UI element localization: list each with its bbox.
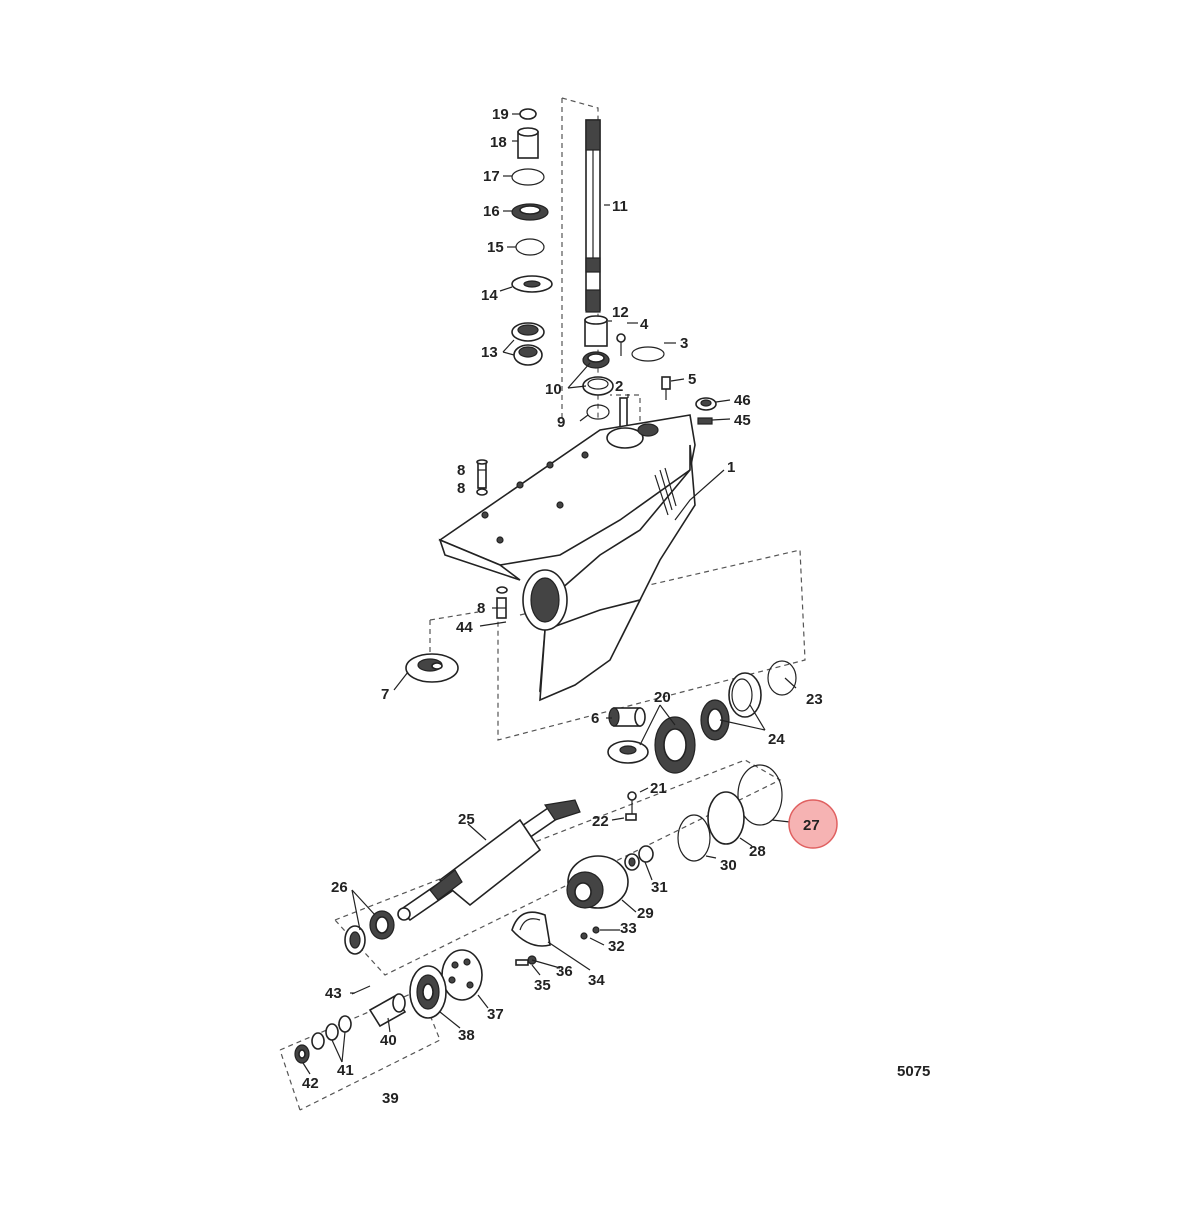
bearing-11 (582, 351, 614, 396)
callout-16[interactable]: 15 (487, 239, 504, 256)
ring-10 (586, 404, 610, 420)
callout-33[interactable]: 32 (608, 938, 625, 955)
callout-10[interactable]: 9 (557, 414, 565, 431)
screw-46 (697, 417, 713, 425)
callout-46[interactable]: 45 (734, 412, 751, 429)
ring-31 (677, 814, 711, 862)
callout-7[interactable]: 7 (381, 686, 389, 703)
callout-8-lower-visible[interactable]: 8 (477, 600, 485, 617)
callout-20[interactable]: 19 (492, 106, 509, 123)
callout-29[interactable]: 28 (749, 843, 766, 860)
driveshaft-bearing-stack (511, 108, 553, 366)
bearing-27 (344, 910, 395, 955)
callout-19[interactable]: 18 (490, 134, 507, 151)
highlight-circle-28[interactable] (788, 799, 838, 849)
callout-15[interactable]: 14 (481, 287, 498, 304)
callout-5[interactable]: 5 (688, 371, 696, 388)
thrust-hub-39 (409, 965, 447, 1019)
callout-40[interactable]: 39 (382, 1090, 399, 1107)
washer-8a (476, 488, 488, 496)
stud-9 (476, 459, 488, 489)
callout-4[interactable]: 4 (640, 316, 649, 333)
callout-23[interactable]: 22 (592, 813, 609, 830)
callout-12[interactable]: 11 (612, 198, 628, 215)
callout-8-upper[interactable]: 8 (457, 480, 465, 497)
sleeve-13 (584, 315, 608, 347)
callout-41[interactable]: 40 (380, 1032, 397, 1049)
bearing-cup-25 (728, 672, 762, 718)
callout-31[interactable]: 30 (720, 857, 737, 874)
callout-3[interactable]: 3 (680, 335, 688, 352)
washer-15 (511, 275, 553, 293)
washer-23 (625, 813, 637, 821)
screw-37 (515, 959, 529, 966)
retaining-ring-20 (519, 108, 537, 120)
callout-34[interactable]: 33 (620, 920, 637, 937)
callout-labels: 19 18 17 16 15 14 13 11 12 4 3 5 2 10 9 … (302, 106, 823, 1107)
o-ring-3 (631, 346, 665, 362)
gear-housing-1 (438, 414, 696, 702)
washers-42 (311, 1015, 352, 1050)
callout-38[interactable]: 37 (487, 1006, 504, 1023)
screw-22 (627, 791, 637, 814)
callout-27[interactable]: 26 (331, 879, 348, 896)
cap-47 (695, 397, 717, 411)
callout-25[interactable]: 24 (768, 731, 785, 748)
callout-2[interactable]: 2 (615, 378, 623, 395)
fitting-5 (661, 376, 671, 400)
callout-26[interactable]: 25 (458, 811, 475, 828)
sleeve-19 (517, 127, 539, 159)
callout-24[interactable]: 23 (806, 691, 823, 708)
o-ring-18 (511, 168, 545, 186)
shim-24 (767, 660, 797, 696)
callout-32[interactable]: 31 (651, 879, 668, 896)
screw-4 (616, 333, 626, 356)
figure-number: 5075 (897, 1063, 930, 1080)
callout-6[interactable]: 6 (591, 710, 599, 727)
sleeve-41 (368, 993, 407, 1028)
callout-47[interactable]: 46 (734, 392, 751, 409)
callout-9[interactable]: 8 (457, 462, 465, 479)
bearing-6 (608, 707, 646, 727)
callout-36[interactable]: 35 (534, 977, 551, 994)
callout-13[interactable]: 12 (612, 304, 629, 321)
callout-30[interactable]: 29 (637, 905, 654, 922)
callout-45[interactable]: 44 (456, 619, 473, 636)
gear-21 (607, 699, 730, 774)
inlet-plate-7 (405, 653, 459, 683)
callout-28[interactable]: 27 (803, 817, 820, 834)
nut-43 (294, 1044, 310, 1064)
callout-21[interactable]: 20 (654, 689, 671, 706)
callout-17[interactable]: 16 (483, 203, 500, 220)
bearing-17 (511, 203, 549, 221)
callout-43[interactable]: 42 (302, 1075, 319, 1092)
callout-39[interactable]: 38 (458, 1027, 475, 1044)
leader-lines (302, 113, 797, 1075)
callout-11[interactable]: 10 (545, 381, 562, 398)
o-ring-28 (737, 764, 783, 826)
shim-29 (707, 791, 745, 845)
shim-16 (515, 238, 545, 256)
retainer-35 (511, 911, 551, 947)
callout-22[interactable]: 21 (650, 780, 667, 797)
callout-14[interactable]: 13 (481, 344, 498, 361)
callout-42[interactable]: 41 (337, 1062, 354, 1079)
propshaft-26 (397, 799, 581, 922)
callout-1[interactable]: 1 (727, 459, 735, 476)
callout-35[interactable]: 34 (588, 972, 605, 989)
screw-34 (592, 926, 600, 934)
callout-18[interactable]: 17 (483, 168, 500, 185)
ring-38 (441, 949, 483, 1001)
callout-37[interactable]: 36 (556, 963, 573, 980)
screw-33 (580, 932, 588, 940)
callout-44[interactable]: 43 (325, 985, 342, 1002)
driveshaft-12 (585, 119, 601, 313)
bearing-carrier-30 (566, 855, 629, 909)
bearing-14 (511, 322, 545, 366)
bearing-32 (624, 845, 654, 871)
washer-8b (496, 586, 508, 594)
